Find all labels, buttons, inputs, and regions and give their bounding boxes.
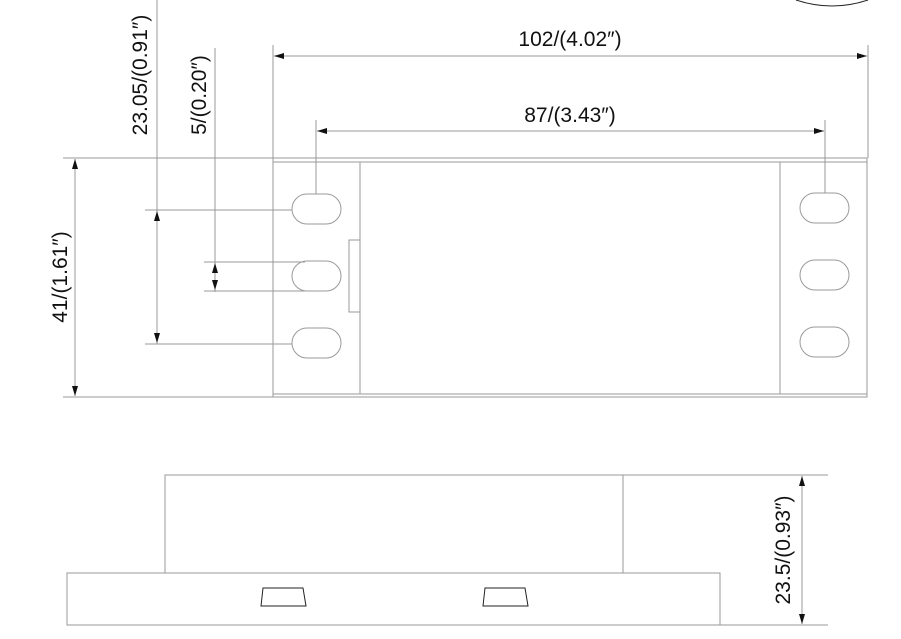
mounting-slot (291, 327, 342, 359)
dimension-hole-span: 23.05/(0.91″) (129, 15, 152, 136)
dimension-overall-width: 41/(1.61″) (49, 231, 72, 323)
partial-circle-outline (795, 0, 869, 7)
housing-outline (272, 157, 868, 398)
mounting-slot (799, 192, 850, 224)
tab (348, 239, 361, 313)
housing-body (164, 474, 624, 574)
dimension-overall-length: 102/(4.02″) (518, 28, 621, 51)
mounting-slot (291, 193, 342, 225)
top-view: 102/(4.02″) 87/(3.43″) 41/(1.61″) 23.05/… (49, 0, 869, 398)
mounting-slot (291, 260, 342, 292)
foot (482, 587, 529, 607)
mounting-slot (799, 259, 850, 291)
dimension-hole-spacing: 87/(3.43″) (524, 104, 616, 127)
left-mounting-slots (291, 193, 342, 359)
side-view: 23.5/(0.93″) (66, 474, 828, 626)
dimension-slot-width: 5/(0.20″) (188, 55, 211, 135)
dimension-height: 23.5/(0.93″) (772, 496, 795, 605)
right-mounting-slots (799, 192, 850, 358)
base-plate (66, 572, 721, 626)
mounting-slot (799, 326, 850, 358)
foot (260, 587, 307, 607)
